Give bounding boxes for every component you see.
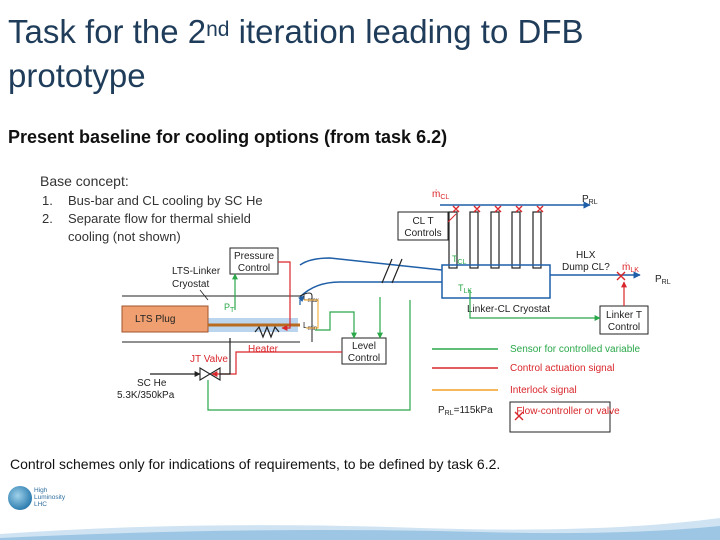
level-green-sensor: [315, 311, 357, 339]
heater-resistor: [254, 325, 280, 339]
clt-controls-box: [397, 211, 449, 241]
sc-he-label-2: 5.3K/350kPa: [117, 390, 175, 401]
lts-linker-pointer: [199, 289, 209, 301]
base-concept-item-2: Separate flow for thermal shield: [68, 211, 251, 226]
sc-he-label-1: SC He: [137, 378, 167, 389]
linker-t-label-1: Linker T: [606, 310, 642, 321]
t-lk-label: TLK: [458, 283, 472, 295]
hl-lhc-logo: High Luminosity LHC: [8, 486, 78, 518]
linker-t-label-2: Control: [608, 322, 640, 333]
footer-decoration: [0, 518, 720, 540]
cooling-diagram: Base concept: 1. Bus-bar and CL cooling …: [40, 173, 671, 433]
p-rl-top-label: PRL: [582, 194, 598, 206]
legend: Sensor for controlled variable Control a…: [432, 344, 641, 433]
linker-cl-cryostat: [441, 264, 551, 299]
lmin-label: Lmin: [303, 321, 317, 332]
linker-pipe-break: [381, 258, 403, 284]
legend-valve-label: Flow-controller or valve: [516, 406, 620, 417]
lts-cryostat-right: [299, 292, 313, 342]
base-concept-item-3: cooling (not shown): [68, 229, 181, 244]
cl-valves: [452, 205, 544, 213]
lts-linker-label-2: Cryostat: [172, 279, 209, 290]
linker-pipe-upper: [299, 257, 443, 271]
bottom-return-line: [207, 300, 411, 411]
legend-valve-icon: [514, 411, 524, 421]
base-concept-item-1-num: 1.: [42, 193, 53, 208]
clt-controls-label-1: CL T: [412, 216, 433, 227]
pt-label: PT: [224, 302, 235, 314]
clt-controls-label-2: Controls: [404, 228, 441, 239]
page-title: Task for the 2nd iteration leading to DF…: [8, 13, 584, 94]
lmax-sensor: [298, 295, 305, 305]
pressure-red-actuation: [278, 261, 291, 331]
t-cl-label: TCL: [452, 254, 467, 266]
clt-red-actuation: [447, 213, 457, 223]
lts-plug-label: LTS Plug: [135, 314, 175, 325]
page-subtitle: Present baseline for cooling options (fr…: [8, 127, 448, 147]
level-control-label-1: Level: [352, 341, 376, 352]
hlx-label-1: HLX: [576, 250, 596, 261]
logo-circle-icon: [8, 486, 32, 510]
lmax-label: Lmax: [303, 293, 319, 304]
pressure-control-box: [229, 247, 279, 275]
level-red-actuation: [211, 351, 342, 377]
hlx-valve: [616, 271, 626, 281]
base-concept-heading: Base concept:: [40, 173, 129, 189]
legend-interlock-label: Interlock signal: [510, 385, 577, 396]
m-cl-label: ṁCL: [432, 189, 449, 201]
legend-actuation-label: Control actuation signal: [510, 363, 615, 374]
legend-prl-value: PRL=115kPa: [438, 405, 493, 417]
level-control-label-2: Control: [348, 353, 380, 364]
base-concept-item-1: Bus-bar and CL cooling by SC He: [68, 193, 263, 208]
level-control-box: [341, 337, 387, 365]
lts-plug-box: [121, 305, 209, 333]
legend-valve-box: [509, 401, 611, 433]
linker-t-green-sensor: [469, 290, 601, 321]
p-rl-right-label: PRL: [655, 274, 671, 286]
m-lk-label: ṁLK: [622, 262, 639, 274]
hlx-label-2: Dump CL?: [562, 262, 610, 273]
sc-he-to-bath: [220, 338, 231, 375]
lts-linker-label-1: LTS-Linker: [172, 266, 221, 277]
linker-pipe-lower: [299, 281, 442, 298]
base-concept-item-2-num: 2.: [42, 211, 53, 226]
legend-sensor-label: Sensor for controlled variable: [510, 344, 641, 355]
diagram-caption: Control schemes only for indications of …: [10, 456, 501, 472]
pressure-control-label-1: Pressure: [234, 251, 274, 262]
level-orange-interlock: [304, 299, 319, 329]
linker-cl-cryostat-label: Linker-CL Cryostat: [467, 304, 550, 315]
jt-valve-label: JT Valve: [190, 354, 228, 365]
heater-label: Heater: [248, 344, 279, 355]
logo-text: High Luminosity LHC: [34, 487, 66, 508]
pressure-control-label-2: Control: [238, 263, 270, 274]
